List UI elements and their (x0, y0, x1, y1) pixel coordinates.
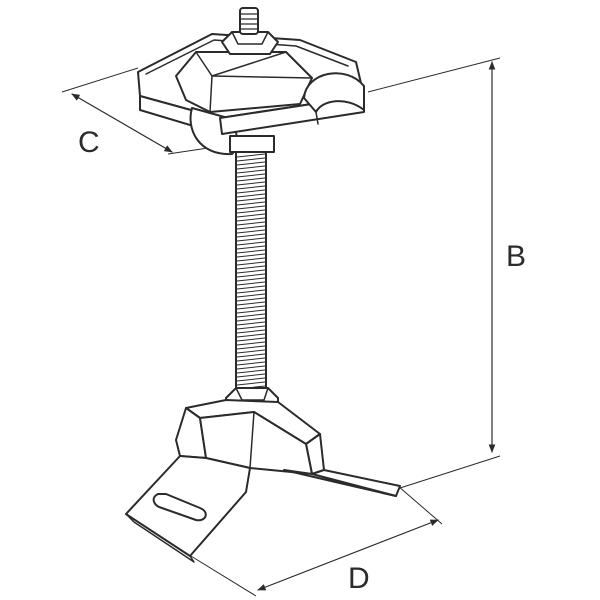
thread-line (236, 349, 266, 354)
thread-line (236, 261, 266, 266)
thread-line (236, 197, 266, 202)
thread-line (236, 373, 266, 378)
thread-line (236, 237, 266, 242)
thread-line (236, 245, 266, 250)
thread-line (236, 177, 266, 182)
thread-line (236, 249, 266, 254)
thread-line (236, 265, 266, 270)
thread-line (236, 289, 266, 294)
thread-line (236, 365, 266, 370)
thread-line (236, 241, 266, 246)
thread-line (236, 329, 266, 334)
thread-line (236, 353, 266, 358)
thread-line (236, 213, 266, 218)
thread-line (236, 229, 266, 234)
dimension-c-label: C (78, 126, 100, 159)
thread-line (236, 361, 266, 366)
thread-line (236, 325, 266, 330)
thread-line (236, 297, 266, 302)
thread-line (236, 357, 266, 362)
thread-line (236, 309, 266, 314)
thread-line (236, 221, 266, 226)
thread-line (236, 313, 266, 318)
thread-line (236, 377, 266, 382)
dimension-d-label: D (348, 562, 370, 595)
thread-line (236, 257, 266, 262)
thread-line (236, 209, 266, 214)
thread-line (236, 273, 266, 278)
thread-line (236, 317, 266, 322)
thread-line (236, 253, 266, 258)
thread-line (236, 381, 266, 386)
thread-line (236, 205, 266, 210)
thread-line (236, 293, 266, 298)
thread-line (236, 277, 266, 282)
thread-line (236, 225, 266, 230)
thread-line (236, 281, 266, 286)
thread-line (236, 165, 266, 170)
thread-line (236, 337, 266, 342)
thread-line (236, 193, 266, 198)
thread-line (236, 341, 266, 346)
thread-line (236, 157, 266, 162)
thread-line (236, 269, 266, 274)
thread-line (236, 153, 266, 158)
thread-line (236, 169, 266, 174)
thread-line (236, 301, 266, 306)
thread-line (236, 189, 266, 194)
thread-line (236, 305, 266, 310)
thread-line (236, 285, 266, 290)
thread-line (236, 217, 266, 222)
dimension-b-label: B (506, 240, 526, 273)
base-bracket (125, 399, 401, 563)
thread-line (236, 321, 266, 326)
thread-line (236, 161, 266, 166)
thread-line (236, 173, 266, 178)
thread-line (236, 181, 266, 186)
threaded-rod (235, 149, 267, 399)
thread-line (236, 333, 266, 338)
top-clamp (137, 7, 365, 156)
dimension-b: B (367, 57, 526, 489)
thread-line (236, 345, 266, 350)
dimension-c: C (61, 67, 209, 159)
thread-line (236, 233, 266, 238)
thread-line (236, 369, 266, 374)
thread-line (236, 201, 266, 206)
dimension-d: D (185, 485, 443, 597)
thread-line (236, 185, 266, 190)
